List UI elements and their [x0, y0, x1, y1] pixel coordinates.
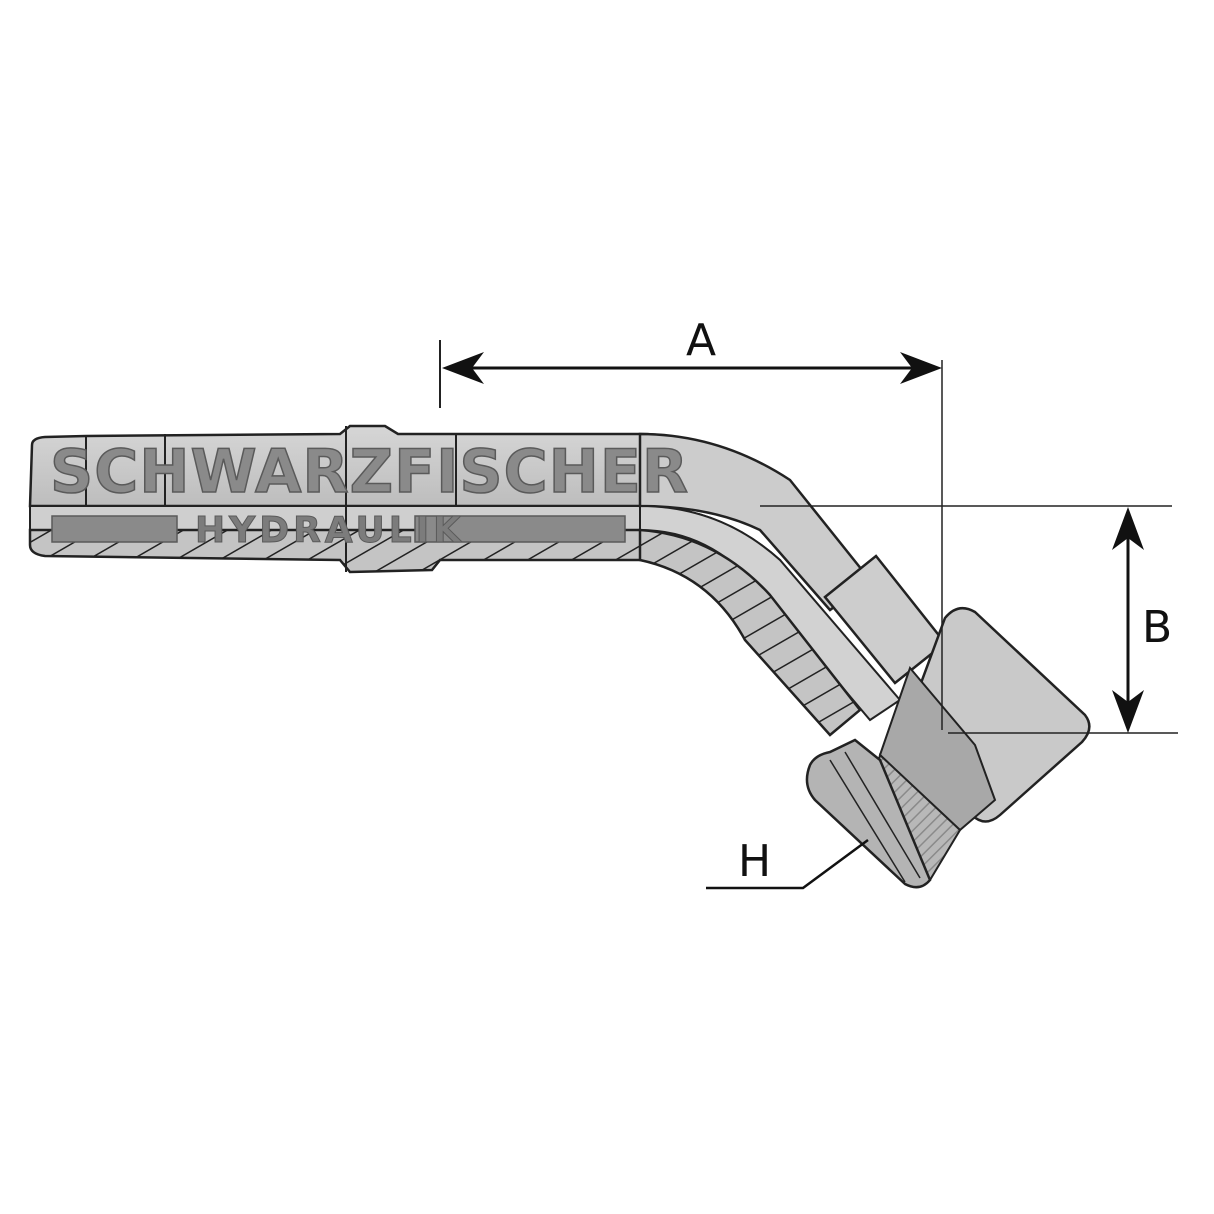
dimension-h: H	[706, 836, 869, 890]
dimension-b-label: B	[1142, 602, 1172, 653]
dimension-h-label: H	[738, 836, 771, 887]
watermark-line1: SCHWARZFISCHER	[50, 437, 689, 507]
watermark: SCHWARZFISCHER HYDRAULIK	[49, 436, 689, 551]
dimension-b: B	[760, 505, 1178, 734]
seat-face	[805, 738, 932, 889]
swivel-nut	[858, 606, 1091, 886]
elbow	[638, 432, 902, 737]
dimension-a-label: A	[686, 315, 716, 366]
watermark-line2: HYDRAULIK	[195, 510, 465, 551]
dimension-a: A	[439, 315, 943, 730]
